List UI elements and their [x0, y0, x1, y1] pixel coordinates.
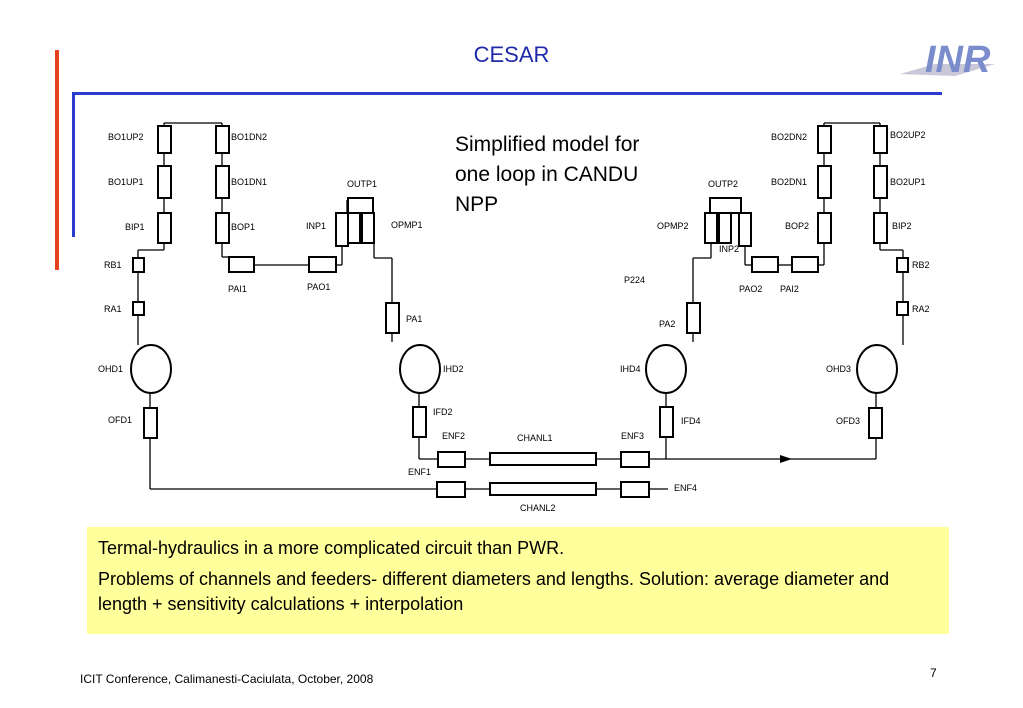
label-PAI2: PAI2 [780, 284, 799, 294]
label-RA2: RA2 [912, 304, 930, 314]
label-OFD3: OFD3 [836, 416, 860, 426]
note-line-2: Problems of channels and feeders- differ… [98, 569, 890, 614]
diagram-description: Simplified model for one loop in CANDU N… [455, 133, 640, 216]
label-BO1UP1: BO1UP1 [108, 177, 144, 187]
footer-text: ICIT Conference, Calimanesti-Caciulata, … [80, 672, 374, 686]
label-BO1DN1: BO1DN1 [231, 177, 267, 187]
label-OFD1: OFD1 [108, 415, 132, 425]
page-number: 7 [930, 666, 937, 680]
logo-text: INR [925, 39, 991, 81]
label-CHANL1: CHANL1 [517, 433, 553, 443]
label-OUTP1: OUTP1 [347, 179, 377, 189]
label-RB1: RB1 [104, 260, 122, 270]
label-IFD4: IFD4 [681, 416, 701, 426]
label-PA2: PA2 [659, 319, 675, 329]
label-BO1DN2: BO1DN2 [231, 132, 267, 142]
slide-title: CESAR [473, 42, 550, 67]
label-PAO1: PAO1 [307, 282, 330, 292]
label-INP1: INP1 [306, 221, 326, 231]
label-ENF3: ENF3 [621, 431, 644, 441]
label-IHD2: IHD2 [443, 364, 464, 374]
label-BOP2: BOP2 [785, 221, 809, 231]
inr-logo: INR [900, 39, 995, 81]
label-OHD3: OHD3 [826, 364, 851, 374]
label-OPMP1: OPMP1 [391, 220, 423, 230]
label-OPMP2: OPMP2 [657, 221, 689, 231]
label-INP2: INP2 [719, 244, 739, 254]
label-PAO2: PAO2 [739, 284, 762, 294]
label-BIP2: BIP2 [892, 221, 912, 231]
label-PAI1: PAI1 [228, 284, 247, 294]
label-BO2UP1: BO2UP1 [890, 177, 926, 187]
label-ENF1: ENF1 [408, 467, 431, 477]
label-P224: P224 [624, 275, 645, 285]
label-OHD1: OHD1 [98, 364, 123, 374]
label-RA1: RA1 [104, 304, 122, 314]
top-blue-rule [72, 92, 942, 95]
label-BO2DN1: BO2DN1 [771, 177, 807, 187]
label-RB2: RB2 [912, 260, 930, 270]
note-line-1: Termal-hydraulics in a more complicated … [98, 538, 565, 558]
left-red-bar [55, 50, 59, 270]
label-BO2DN2: BO2DN2 [771, 132, 807, 142]
label-ENF4: ENF4 [674, 483, 697, 493]
label-IFD2: IFD2 [433, 407, 453, 417]
circuit-diagram: BO1UP2 BO1DN2 BO1UP1 BO1DN1 BIP1 BOP1 RB… [98, 122, 930, 513]
label-ENF2: ENF2 [442, 431, 465, 441]
left-blue-bar [72, 92, 75, 237]
label-OUTP2: OUTP2 [708, 179, 738, 189]
label-IHD4: IHD4 [620, 364, 641, 374]
label-BIP1: BIP1 [125, 222, 145, 232]
label-PA1: PA1 [406, 314, 422, 324]
label-BOP1: BOP1 [231, 222, 255, 232]
label-BO2UP2: BO2UP2 [890, 130, 926, 140]
notes-box: Termal-hydraulics in a more complicated … [87, 527, 949, 634]
label-BO1UP2: BO1UP2 [108, 132, 144, 142]
label-CHANL2: CHANL2 [520, 503, 556, 513]
